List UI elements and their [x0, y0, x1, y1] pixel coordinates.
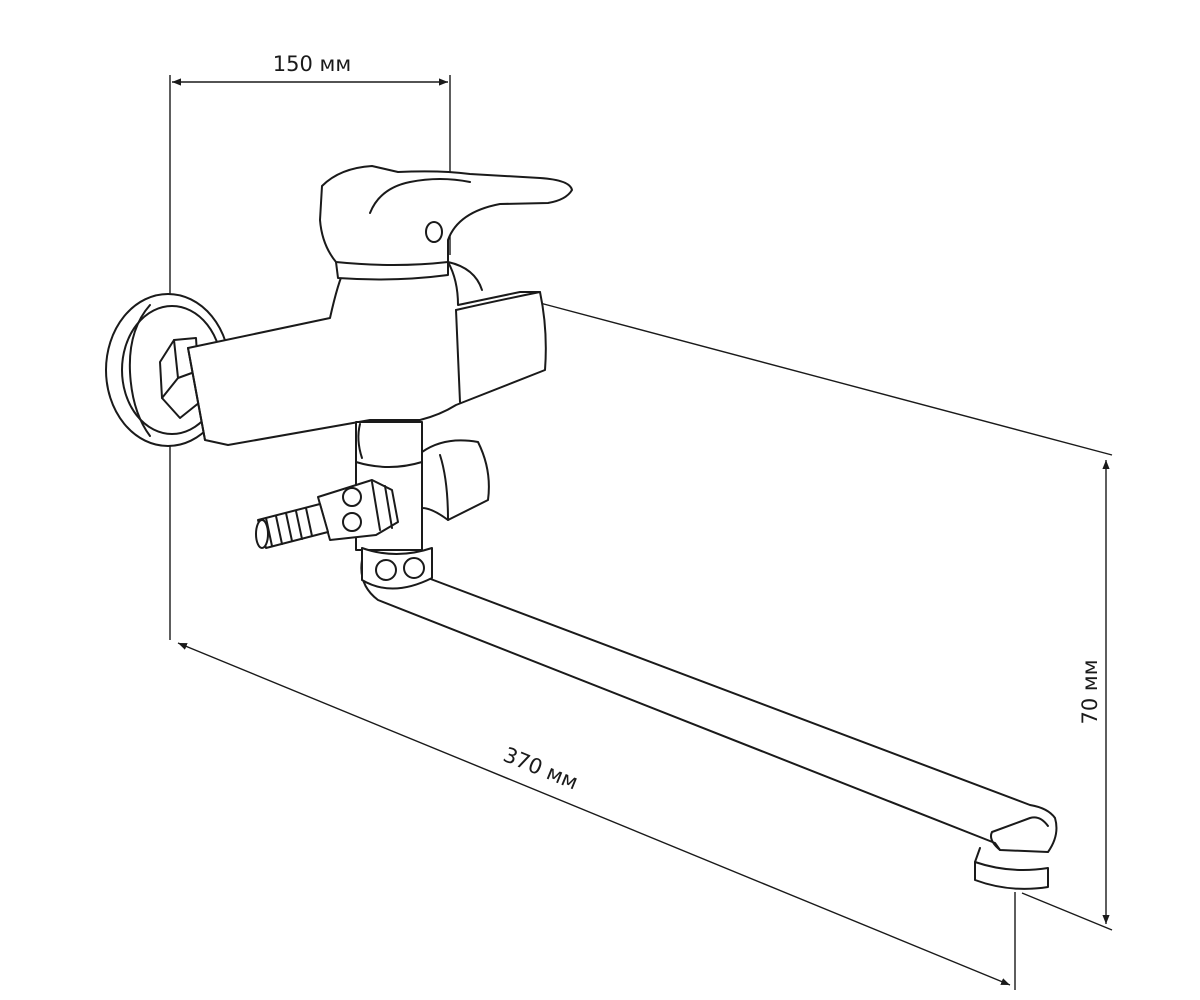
- label-150: 150 мм: [273, 52, 351, 76]
- extension-line-top-ref: [539, 302, 1113, 456]
- diverter-knob: [421, 439, 490, 521]
- label-370: 370 мм: [500, 743, 582, 795]
- extension-line-bottom-ref: [1021, 892, 1113, 931]
- spout-aerator: [974, 861, 1049, 890]
- indicator-hole: [425, 221, 443, 243]
- lever-handle: [319, 165, 573, 281]
- spout: [360, 559, 1058, 890]
- shower-outlet: [255, 479, 399, 549]
- dimension-height: 70 мм: [539, 302, 1113, 931]
- dimension-line-370: [177, 642, 1011, 986]
- faucet: [105, 165, 1058, 890]
- label-70: 70 мм: [1078, 659, 1102, 724]
- mixer-body: [187, 261, 547, 446]
- dimension-spout-length: 370 мм: [177, 642, 1016, 990]
